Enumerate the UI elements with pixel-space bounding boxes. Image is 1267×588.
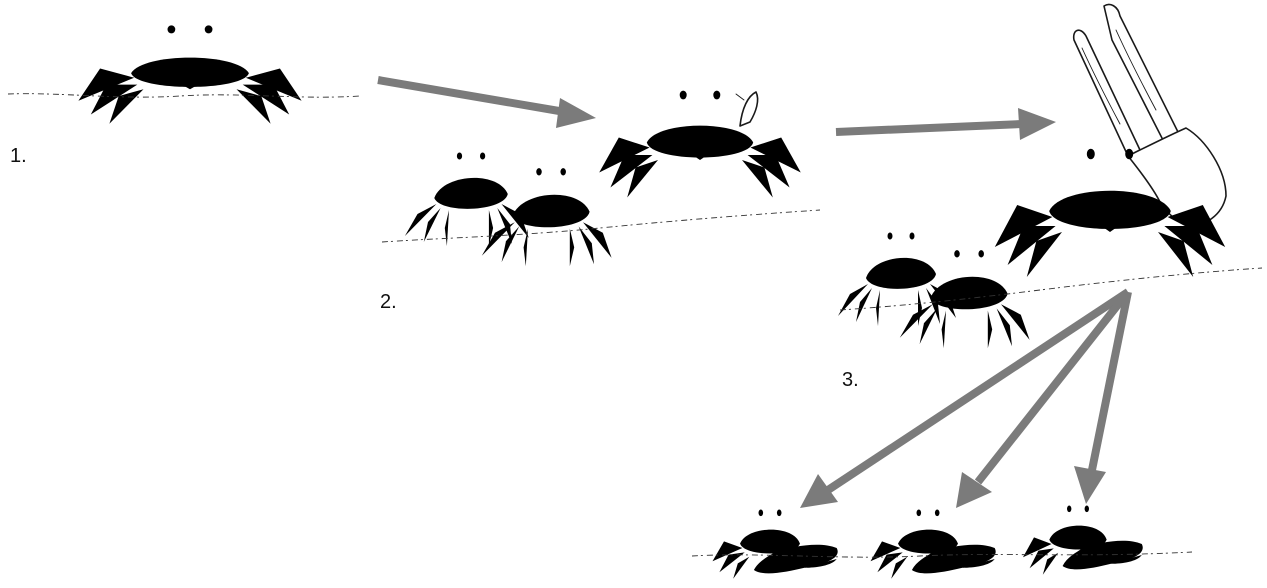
- stage1-ground-line: [7, 93, 361, 98]
- stage2-ground-line: [381, 209, 821, 243]
- outcome-ground-line: [691, 551, 1193, 558]
- stage1-label: 1.: [10, 145, 27, 167]
- outcome-crab-middle: [870, 509, 996, 579]
- stage1-crab-illustration: [78, 25, 302, 124]
- outcome-crab-left: [712, 509, 838, 579]
- stage3-crab-juvenile-left: [838, 232, 956, 326]
- arrow-stage2-to-stage3: [835, 108, 1056, 140]
- arrow-stage1-to-stage2: [377, 76, 596, 128]
- stage3-label: 3.: [842, 369, 859, 391]
- stage2-claw-raised: [735, 91, 759, 127]
- stage2-crab-large: [599, 90, 801, 198]
- stage2-label: 2.: [380, 291, 397, 313]
- arrow-to-outcome-right: [1074, 291, 1132, 504]
- arrow-to-outcome-middle: [956, 289, 1132, 508]
- outcome-crab-right: [1023, 505, 1143, 575]
- arrow-to-outcome-left: [800, 288, 1131, 508]
- stage2-crab-juvenile-left: [404, 152, 529, 246]
- stage3-ground-line: [839, 267, 1263, 311]
- stage3-giant-claw: [1072, 3, 1227, 227]
